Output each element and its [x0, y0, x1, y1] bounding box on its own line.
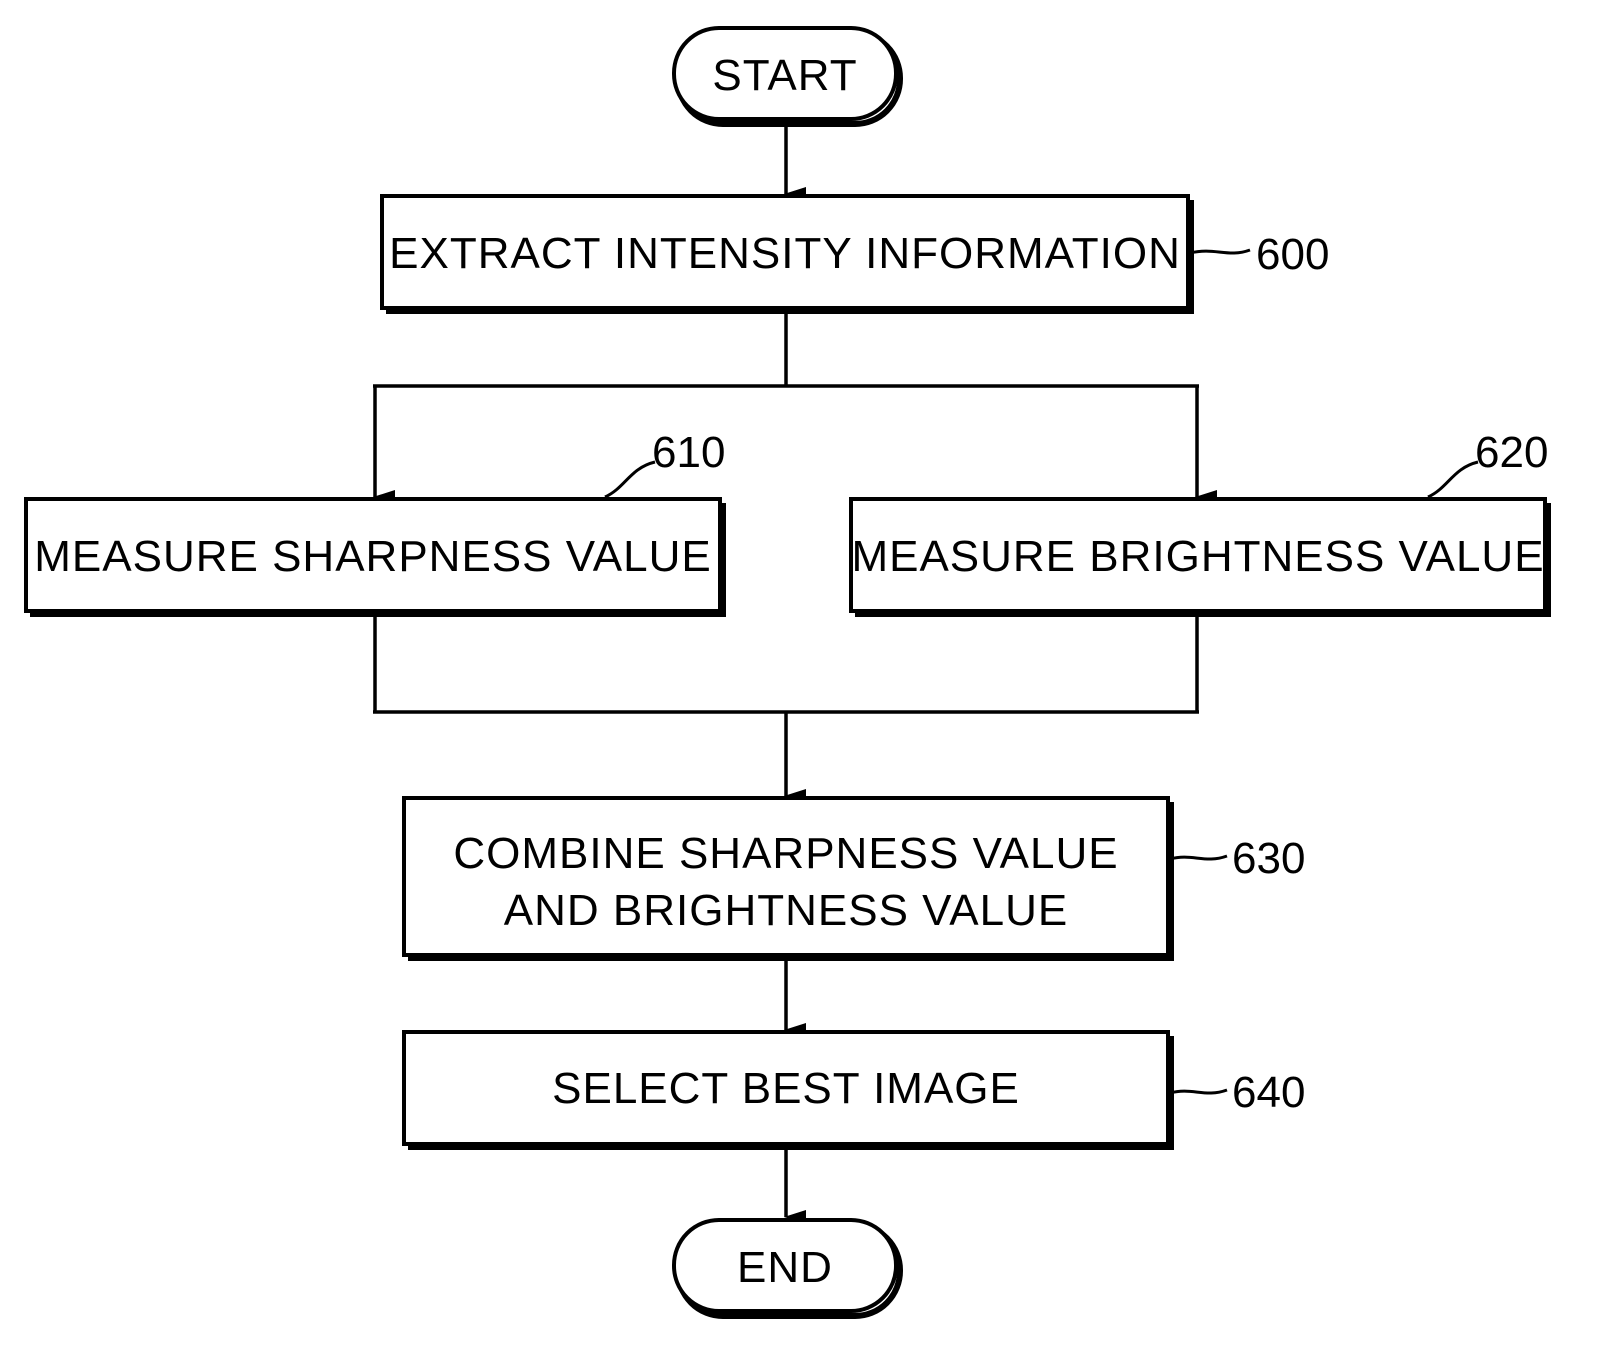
leader-630 — [1170, 856, 1227, 859]
ref-600: 600 — [1256, 230, 1329, 279]
leader-640 — [1170, 1090, 1227, 1093]
step-combine-values-line1: COMBINE SHARPNESS VALUE — [453, 829, 1118, 878]
leader-600 — [1190, 250, 1250, 253]
ref-640: 640 — [1232, 1068, 1305, 1117]
end-label: END — [737, 1243, 833, 1292]
step-select-best-image: SELECT BEST IMAGE 640 — [404, 1032, 1305, 1150]
step-measure-sharpness-label: MEASURE SHARPNESS VALUE — [34, 532, 711, 581]
step-select-best-image-label: SELECT BEST IMAGE — [552, 1064, 1020, 1113]
step-measure-brightness: MEASURE BRIGHTNESS VALUE 620 — [851, 428, 1551, 617]
step-measure-brightness-label: MEASURE BRIGHTNESS VALUE — [851, 532, 1544, 581]
leader-620 — [1428, 462, 1478, 497]
step-combine-values-line2: AND BRIGHTNESS VALUE — [504, 886, 1068, 935]
start-label: START — [712, 51, 857, 100]
ref-610: 610 — [652, 428, 725, 477]
end-terminal: END — [674, 1220, 900, 1316]
step-extract-intensity: EXTRACT INTENSITY INFORMATION 600 — [382, 196, 1329, 314]
step-extract-intensity-label: EXTRACT INTENSITY INFORMATION — [389, 229, 1181, 278]
ref-630: 630 — [1232, 834, 1305, 883]
ref-620: 620 — [1475, 428, 1548, 477]
step-combine-values: COMBINE SHARPNESS VALUE AND BRIGHTNESS V… — [404, 798, 1305, 961]
start-terminal: START — [674, 28, 900, 124]
leader-610 — [605, 462, 655, 497]
